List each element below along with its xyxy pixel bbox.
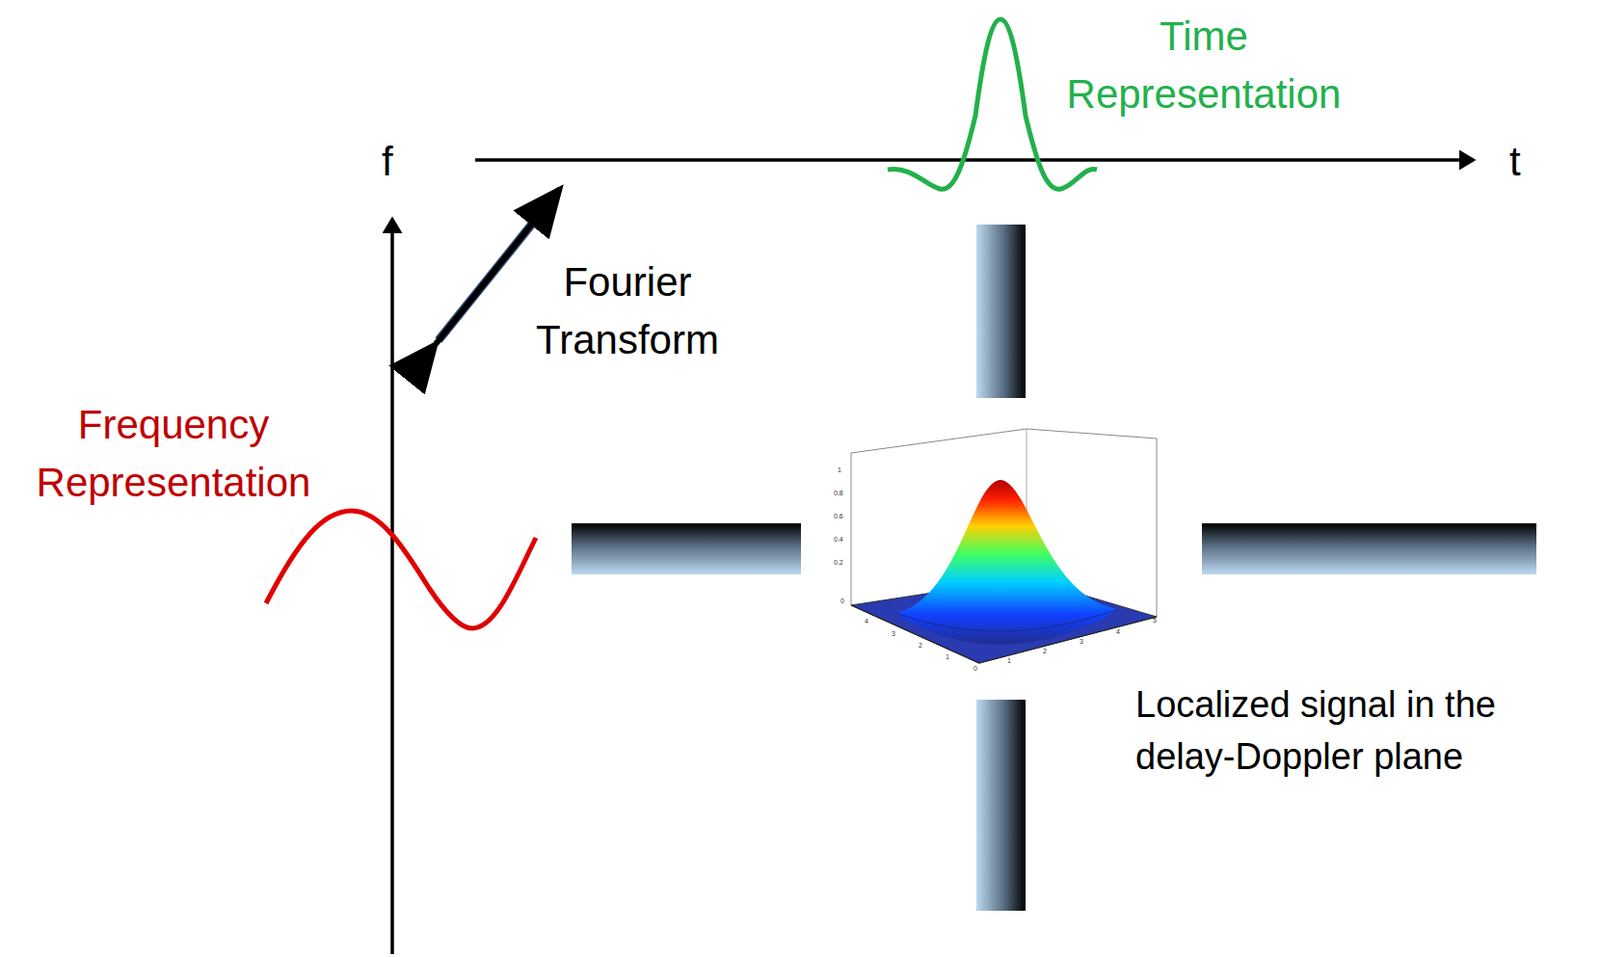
tick-label: 2 — [918, 641, 923, 649]
frequency-wave — [266, 510, 536, 629]
gradient-bar — [976, 699, 1026, 911]
axis-caption: Frequency Representation — [9, 396, 338, 511]
tick-label: 3 — [891, 630, 896, 638]
tick-label: 2 — [1042, 647, 1047, 655]
tick-label: 0.8 — [833, 489, 844, 497]
tick-label: 0.2 — [833, 559, 844, 566]
tick-label: 0.4 — [833, 535, 844, 543]
plot-caption: Localized signal in the delay-Doppler pl… — [1135, 679, 1591, 784]
axis-caption: Time Representation — [1049, 7, 1359, 123]
gradient-bar — [1201, 523, 1537, 575]
tick-label: 1 — [837, 466, 842, 474]
axis-name: t — [1509, 133, 1521, 191]
tick-label: 4 — [1116, 628, 1120, 636]
gaussian-surface-plot — [851, 428, 1157, 664]
gradient-bar — [976, 224, 1026, 399]
tick-label: 0.6 — [833, 512, 844, 520]
tick-label: 0 — [973, 665, 978, 672]
gradient-bar — [571, 523, 801, 575]
tick-label: 4 — [864, 617, 869, 625]
time-pulse — [887, 19, 1097, 189]
tick-label: 3 — [1079, 638, 1084, 645]
tick-label: 0 — [840, 597, 845, 605]
axis-name: f — [381, 133, 394, 191]
time-axis — [475, 158, 1473, 162]
arrow-label: Fourier Transform — [516, 253, 739, 369]
tick-label: 5 — [1152, 616, 1157, 624]
tick-label: 1 — [945, 653, 950, 661]
frequency-axis — [390, 219, 395, 955]
tick-label: 1 — [1007, 657, 1012, 665]
